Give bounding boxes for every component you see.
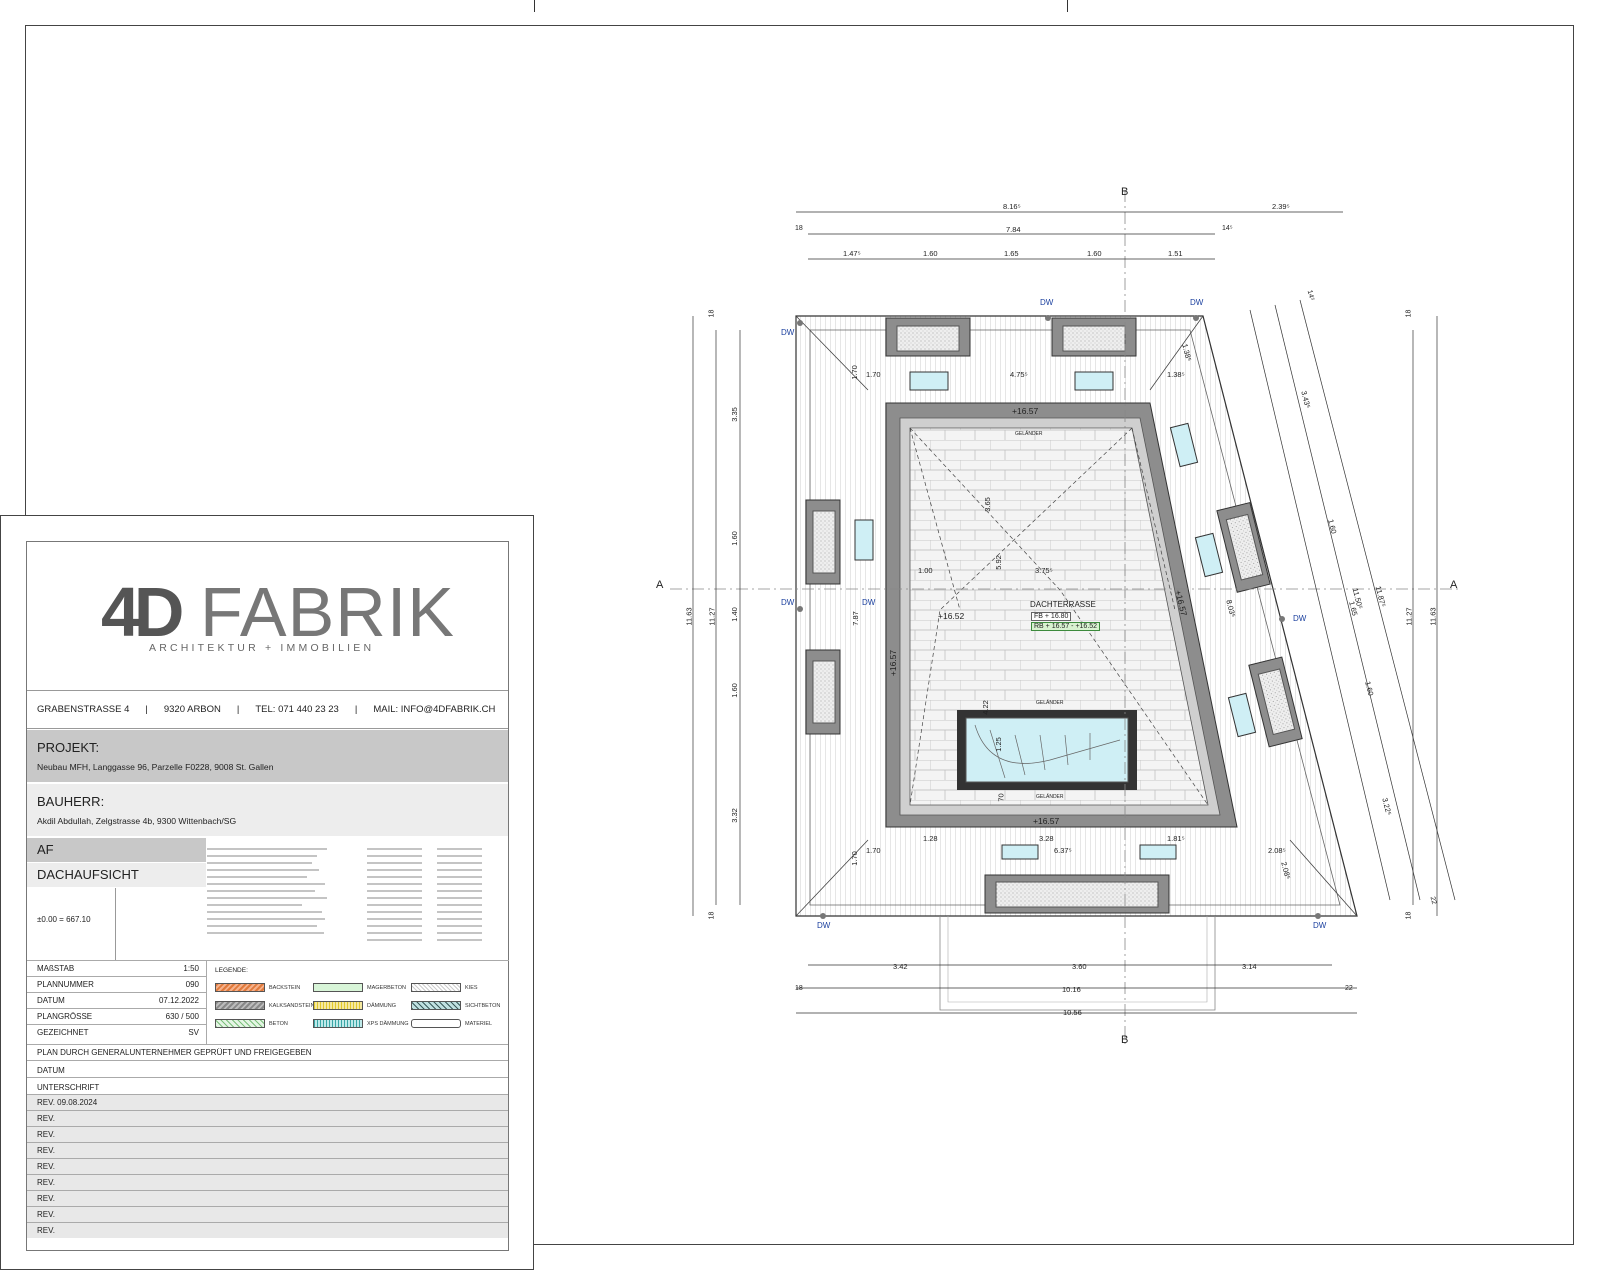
material-legend: LEGENDE: BACKSTEIN MAGERBETON KIES KALKS…: [206, 960, 509, 1045]
address-bar: GRABENSTRASSE 4 | 9320 ARBON | TEL: 071 …: [27, 690, 508, 729]
revision-row: REV. 09.08.2024: [27, 1094, 508, 1110]
legend-swatch-backstein: [215, 983, 265, 992]
skylight: [1227, 692, 1257, 738]
skylight: [1139, 844, 1177, 860]
elevation-reference: ±0.00 = 667.10: [27, 888, 116, 960]
legend-label: SICHTBETON: [465, 1003, 501, 1009]
legend-swatch-beton: [215, 1019, 265, 1028]
skylight: [1194, 532, 1224, 578]
address-street: GRABENSTRASSE 4: [37, 703, 130, 715]
notes-block: [207, 842, 507, 962]
balcony-outline: [939, 916, 1216, 1011]
skylight: [909, 371, 949, 391]
logo-tagline: ARCHITEKTUR + IMMOBILIEN: [149, 642, 375, 654]
client-section: BAUHERR: Akdil Abdullah, Zelgstrasse 4b,…: [27, 784, 508, 836]
client-value: Akdil Abdullah, Zelgstrasse 4b, 9300 Wit…: [37, 816, 237, 826]
revision-row: REV.: [27, 1142, 508, 1158]
chimney-group: [1248, 656, 1303, 748]
chimney-top: [812, 660, 836, 724]
chimney-top: [812, 510, 836, 574]
downspout-points: [797, 315, 1321, 919]
stair-glass: [965, 717, 1129, 783]
legend-label: BACKSTEIN: [269, 985, 301, 991]
legend-swatch-materiel: [411, 1019, 461, 1028]
legend-swatch-daemmung: [313, 1001, 363, 1010]
legend-label: XPS DÄMMUNG: [367, 1021, 409, 1027]
company-logo: 4D FABRIK ARCHITEKTUR + IMMOBILIEN: [27, 542, 508, 691]
skylight: [1074, 371, 1114, 391]
legend-swatch-sichtbeton: [411, 1001, 461, 1010]
revision-row: REV.: [27, 1110, 508, 1126]
legend-title: LEGENDE:: [215, 967, 248, 974]
address-phone: TEL: 071 440 23 23: [255, 703, 339, 715]
address-mail: MAIL: INFO@4DFABRIK.CH: [373, 703, 496, 715]
plan-view-title: DACHAUFSICHT: [27, 863, 206, 887]
revision-row: REV.: [27, 1126, 508, 1142]
project-label: PROJEKT:: [37, 740, 100, 755]
legend-label: KALKSANDSTEIN: [269, 1003, 315, 1009]
title-block-frame: 4D FABRIK ARCHITEKTUR + IMMOBILIEN GRABE…: [26, 541, 509, 1251]
legend-swatch-magerbeton: [313, 983, 363, 992]
legend-label: KIES: [465, 985, 478, 991]
project-section: PROJEKT: Neubau MFH, Langgasse 96, Parze…: [27, 730, 508, 782]
chimney-top: [995, 881, 1159, 908]
legend-label: DÄMMUNG: [367, 1003, 397, 1009]
plan-code: AF: [27, 838, 206, 862]
project-value: Neubau MFH, Langgasse 96, Parzelle F0228…: [37, 762, 274, 772]
legend-label: BETON: [269, 1021, 288, 1027]
approval-date-row: DATUM: [27, 1060, 508, 1077]
revision-row: REV.: [27, 1206, 508, 1222]
stair-steps: [974, 724, 1121, 779]
dimension-lines: [692, 211, 1456, 1014]
legend-swatch-xps: [313, 1019, 363, 1028]
legend-swatch-kalksandstein: [215, 1001, 265, 1010]
revision-row: REV.: [27, 1222, 508, 1238]
signature-row: UNTERSCHRIFT: [27, 1077, 508, 1094]
logo-mark: 4D: [101, 573, 185, 651]
client-label: BAUHERR:: [37, 794, 105, 809]
approval-row: PLAN DURCH GENERALUNTERNEHMER GEPRÜFT UN…: [27, 1044, 508, 1060]
skylight: [854, 519, 874, 561]
fold-mark: [1067, 0, 1068, 12]
chimney-top: [1062, 325, 1126, 352]
address-city: 9320 ARBON: [163, 703, 221, 715]
skylight: [1001, 844, 1039, 860]
skylight: [1169, 422, 1199, 468]
hip-lines: [795, 315, 1358, 917]
chimney-top: [896, 325, 960, 352]
legend-label: MATERIEL: [465, 1021, 493, 1027]
drainage-slopes: [909, 427, 1209, 806]
fold-mark: [534, 0, 535, 12]
title-block: 4D FABRIK ARCHITEKTUR + IMMOBILIEN GRABE…: [0, 515, 534, 1270]
revision-row: REV.: [27, 1158, 508, 1174]
revision-row: REV.: [27, 1190, 508, 1206]
chimney-group: [1216, 501, 1271, 593]
logo-wordmark: FABRIK: [200, 573, 455, 651]
legend-label: MAGERBETON: [367, 985, 407, 991]
revision-row: REV.: [27, 1174, 508, 1190]
legend-swatch-kies: [411, 983, 461, 992]
